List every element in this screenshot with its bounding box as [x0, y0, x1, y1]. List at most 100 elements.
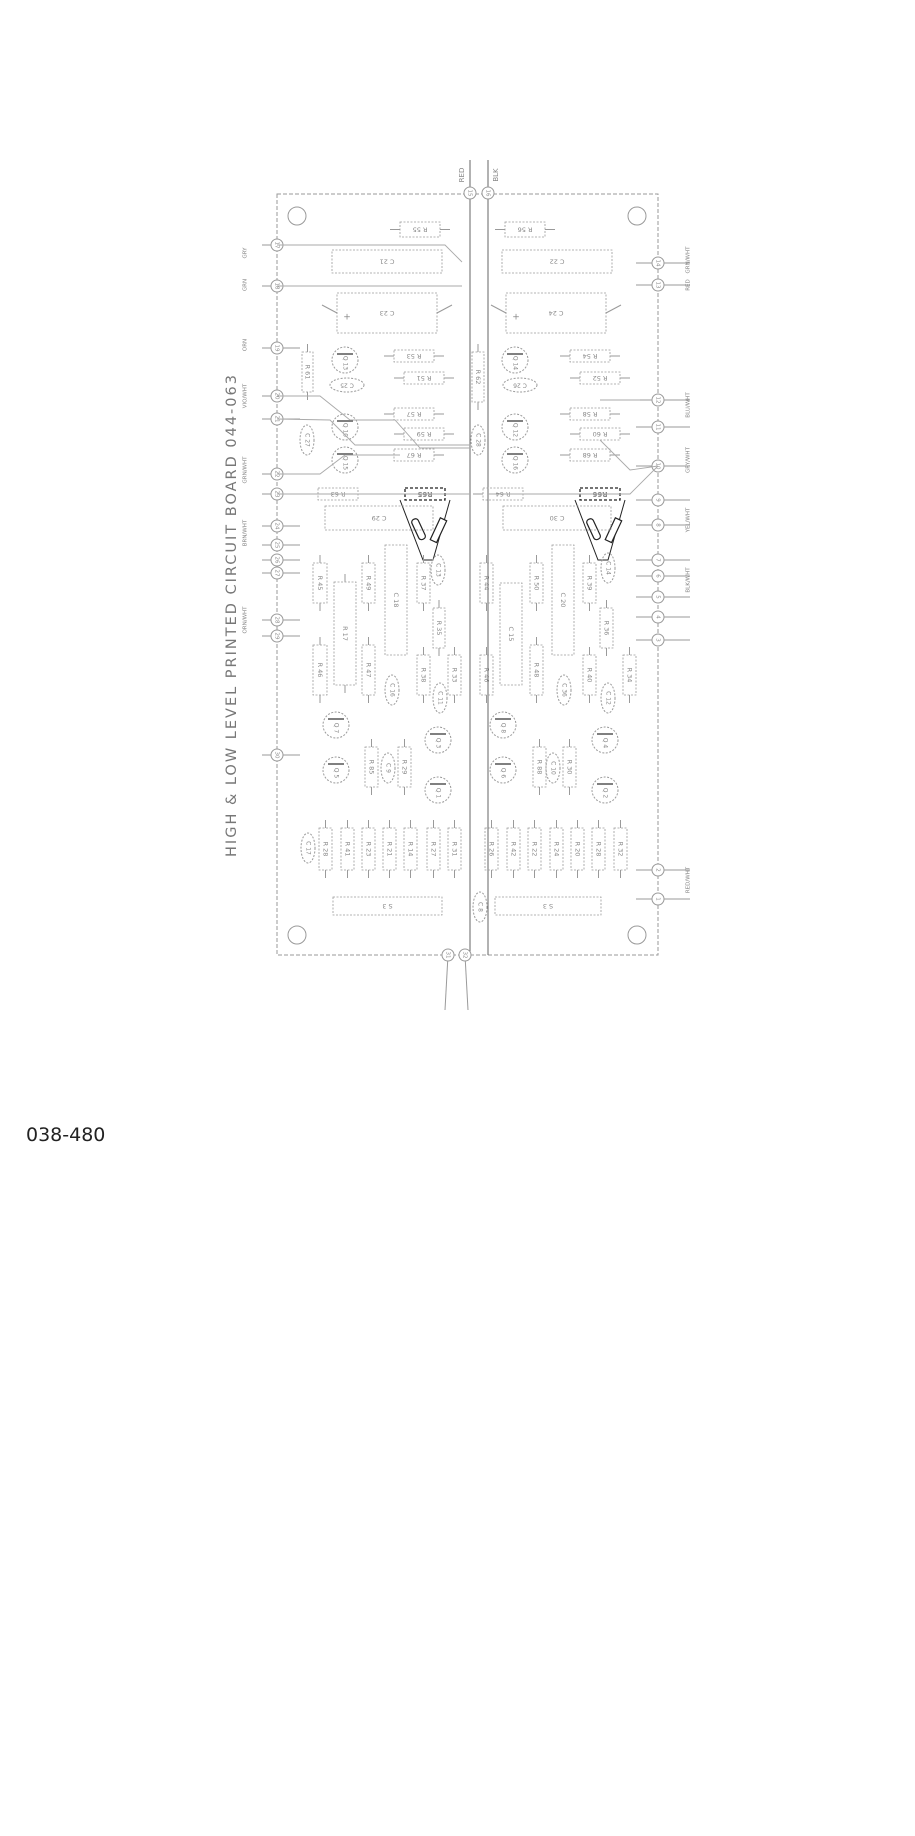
component-label: C 23 — [380, 309, 395, 317]
component-r57: R 57 — [384, 407, 444, 421]
component-r62: R 62 — [471, 344, 485, 410]
component-c24: C 24 — [490, 292, 622, 334]
pin-number: 3 — [655, 638, 661, 642]
trace — [276, 418, 470, 446]
transistor-q3 — [424, 726, 452, 754]
capacitor-label: C 11 — [437, 691, 444, 705]
capacitor-c11 — [432, 682, 448, 714]
pin-number: 22 — [274, 471, 280, 478]
component-label: R 46 — [316, 663, 324, 678]
transistor-q16 — [501, 446, 529, 474]
transistor-q15 — [331, 446, 359, 474]
pin-27 — [270, 566, 284, 580]
component-r48: R 48 — [529, 637, 544, 703]
component-label: R 14 — [407, 842, 415, 857]
component-label: R 23 — [365, 842, 373, 857]
mounting-hole — [287, 206, 307, 226]
capacitor-c27 — [299, 424, 315, 456]
component-label: R 60 — [593, 430, 608, 438]
trace — [277, 395, 470, 449]
pin-29 — [270, 629, 284, 643]
capacitor-label: C 36 — [561, 683, 568, 697]
component-r59: R 59 — [394, 427, 454, 441]
pin-number: 20 — [274, 393, 280, 400]
component-r46: R 46 — [312, 637, 328, 703]
component-label: R 88 — [536, 760, 544, 775]
capacitor-c9 — [380, 752, 396, 784]
component-r39: R 39 — [582, 555, 597, 611]
component-c15: C 15 — [499, 582, 523, 686]
mounting-hole — [287, 925, 307, 945]
component-label: R 22 — [531, 842, 539, 857]
component-label: R 44 — [483, 576, 491, 591]
component-label: R 68 — [583, 451, 598, 459]
pin-32 — [458, 948, 472, 962]
component-label: C 21 — [380, 258, 395, 266]
pin-number: 11 — [655, 424, 661, 431]
component-label: C 30 — [550, 514, 565, 522]
component-label: C 20 — [559, 593, 567, 608]
pin-number: 8 — [655, 523, 661, 527]
component-r33: R 33 — [447, 647, 462, 703]
component-label: S 3 — [382, 902, 392, 910]
component-label: C 29 — [372, 514, 387, 522]
pin-7 — [651, 553, 665, 567]
transistor-label: Q 6 — [500, 768, 507, 779]
pin-1 — [651, 892, 665, 906]
pin-15 — [463, 186, 477, 200]
component-r22: R 22 — [527, 820, 542, 878]
trace — [599, 439, 659, 471]
document-number: 038-480 — [26, 1124, 106, 1146]
capacitor-c14 — [600, 552, 616, 584]
component-r36: R 36 — [599, 600, 614, 656]
component-label: R 58 — [583, 410, 598, 418]
capacitor-c36 — [556, 674, 572, 706]
capacitor-label: C 9 — [385, 763, 392, 773]
pin-number: 5 — [655, 595, 661, 599]
component-label: R 42 — [510, 842, 518, 857]
component-label: R 53 — [407, 352, 422, 360]
component-r31: R 31 — [447, 820, 462, 878]
capacitor-c8 — [472, 891, 488, 923]
pin-12 — [651, 393, 665, 407]
component-label: R 56 — [518, 226, 533, 234]
pin-number: 29 — [274, 633, 280, 640]
capacitor-c10 — [545, 752, 561, 784]
transistor-q7 — [322, 711, 350, 739]
component-r21: R 21 — [382, 820, 397, 878]
component-r26: R 26 — [484, 820, 499, 878]
capacitor-label: C 14 — [605, 561, 612, 575]
component-label: R 29 — [401, 760, 409, 775]
transistor-label: Q 5 — [333, 768, 340, 779]
component-r49: R 49 — [361, 555, 376, 611]
component-label: C 22 — [550, 258, 565, 266]
pin-number: 1 — [655, 897, 661, 901]
component-label: R 52 — [593, 374, 608, 382]
pin-25 — [270, 538, 284, 552]
lead — [436, 304, 453, 314]
trace — [277, 454, 400, 475]
capacitor-c28 — [470, 424, 486, 456]
wire-label: RED — [458, 168, 466, 183]
capacitor-label: C 27 — [304, 433, 311, 447]
component-r52: R 52 — [570, 371, 630, 385]
transistor-label: Q 2 — [602, 788, 609, 799]
transistor-label: Q 8 — [500, 723, 507, 734]
capacitor-label: C 13 — [435, 563, 442, 577]
transistor-label: Q 16 — [512, 456, 519, 470]
pin-4 — [651, 610, 665, 624]
component-label: R 48 — [533, 663, 541, 678]
component-r65: R65 — [395, 487, 455, 561]
component-r50: R 50 — [529, 555, 544, 611]
polarity-mark: + — [512, 313, 520, 323]
pin-number: 9 — [655, 498, 661, 502]
component-label: R 26 — [488, 842, 496, 857]
component-r38: R 38 — [416, 647, 431, 703]
component-r47: R 47 — [361, 637, 376, 703]
wire-label: BLK/WHT — [686, 567, 692, 593]
component-r54: R 54 — [560, 349, 620, 363]
component-body — [384, 544, 408, 656]
transistor-q6 — [489, 756, 517, 784]
component-label: R 31 — [451, 842, 459, 857]
pin-24 — [270, 519, 284, 533]
